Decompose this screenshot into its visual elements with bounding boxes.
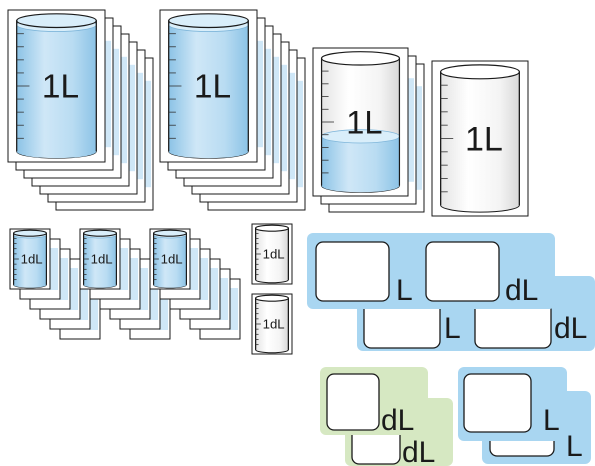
deciliter-card-empty-a: 1dL — [251, 223, 293, 285]
unit-card-deciliter-front: dL — [320, 367, 428, 437]
stacked-card-edge — [159, 288, 168, 330]
deciliter-card-full-c: 1dL — [149, 228, 191, 290]
stacked-card-edge — [89, 288, 98, 330]
stacked-card-edge — [128, 64, 135, 172]
stacked-card-edge — [407, 78, 414, 182]
volume-label: 1dL — [21, 252, 43, 267]
stacked-card-edge — [189, 248, 198, 290]
scale-ticks — [440, 84, 454, 193]
stacked-card-edge — [296, 80, 303, 188]
unit-label: L — [396, 274, 413, 307]
stacked-card-edge — [280, 64, 287, 172]
stacked-card-edge — [288, 72, 295, 180]
volume-label: 1L — [465, 120, 503, 158]
volume-label: 1L — [194, 69, 231, 106]
stacked-card-edge — [219, 278, 228, 320]
scale-ticks — [255, 232, 261, 276]
deciliter-card-full-a: 1dL — [9, 228, 51, 290]
volume-label: 1dL — [161, 252, 183, 267]
volume-label: 1L — [346, 104, 382, 140]
stacked-card-edge — [149, 278, 158, 320]
stacked-card-edge — [229, 288, 238, 330]
volume-label: 1L — [42, 69, 79, 106]
unit-label: dL — [381, 404, 414, 437]
stacked-card-edge — [199, 258, 208, 300]
stacked-card-edge — [79, 278, 88, 320]
stacked-card-edge — [120, 56, 127, 164]
deciliter-card-empty-b: 1dL — [251, 293, 293, 355]
liter-cards: 1L 1L 1L 1L — [7, 9, 529, 217]
scale-ticks — [255, 302, 261, 346]
stacked-card-edge — [112, 48, 119, 156]
unit-label: dL — [554, 312, 587, 345]
answer-box — [463, 373, 532, 433]
unit-label: dL — [402, 436, 435, 466]
unit-card-liter-front: L — [458, 367, 567, 441]
answer-box — [326, 373, 380, 431]
stacked-card-edge — [136, 72, 143, 180]
stacked-card-edge — [49, 248, 58, 290]
unit-label: dL — [505, 274, 538, 307]
deciliter-cards: 1dL 1dL 1dL 1dL 1dL — [9, 223, 293, 355]
answer-box — [315, 241, 390, 302]
stacked-card-edge — [415, 86, 422, 190]
liter-card-empty: 1L — [431, 60, 529, 217]
unit-label: L — [543, 404, 560, 437]
stacked-card-edge — [69, 268, 78, 310]
volume-label: 1dL — [263, 247, 285, 262]
liter-card-full-a: 1L — [7, 9, 106, 163]
scale-ticks — [321, 70, 335, 174]
deciliter-card-full-b: 1dL — [79, 228, 121, 290]
stacked-card-edge — [59, 258, 68, 300]
scale-ticks — [153, 237, 159, 281]
stacked-card-edge — [272, 56, 279, 164]
scale-ticks — [168, 33, 182, 139]
stacked-card-edge — [264, 48, 271, 156]
volume-label: 1dL — [263, 317, 285, 332]
unit-label: L — [444, 312, 461, 345]
liter-card-partial: 1L — [312, 47, 409, 197]
stacked-card-edge — [119, 248, 128, 290]
scale-ticks — [13, 237, 19, 281]
scale-ticks — [16, 33, 30, 139]
stacked-card-edge — [144, 80, 151, 188]
stacked-card-edge — [139, 268, 148, 310]
stacked-card-edge — [209, 268, 218, 310]
stacked-card-edge — [256, 40, 263, 148]
stacked-card-edge — [104, 40, 111, 148]
scale-ticks — [83, 237, 89, 281]
unit-label: L — [566, 430, 583, 463]
liter-card-full-b: 1L — [159, 9, 258, 163]
volume-label: 1dL — [91, 252, 113, 267]
answer-box — [425, 241, 500, 302]
stacked-card-edge — [129, 258, 138, 300]
